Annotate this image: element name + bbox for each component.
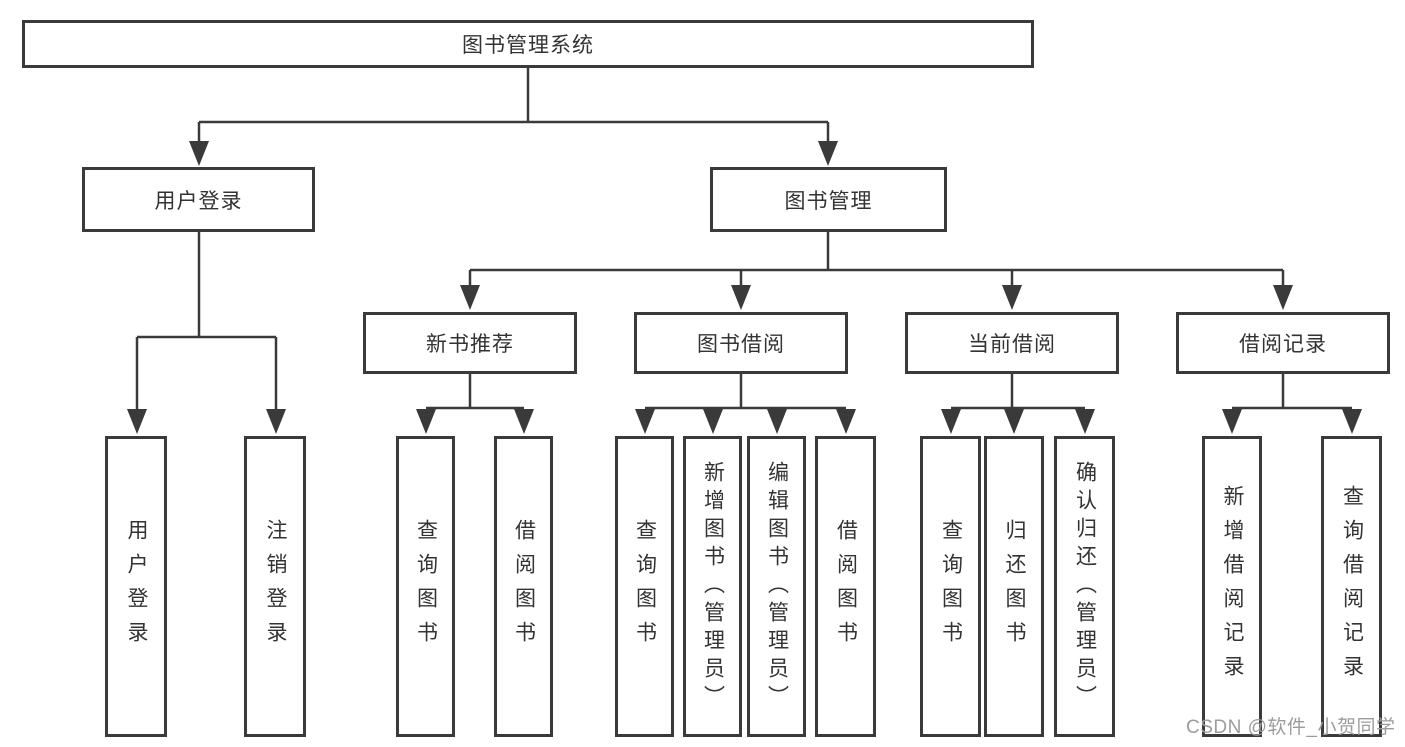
leaf-logout-label: 注销登录 [264, 518, 287, 655]
node-book-management: 图书管理 [710, 167, 947, 232]
node-root-label: 图书管理系统 [462, 34, 594, 57]
leaf-return-book-label: 归还图书 [1003, 518, 1026, 655]
node-current-borrow-label: 当前借阅 [968, 333, 1056, 356]
node-borrow-records: 借阅记录 [1176, 312, 1390, 374]
node-user-login-label: 用户登录 [154, 189, 243, 213]
leaf-return-book: 归还图书 [984, 436, 1044, 737]
watermark: CSDN @软件_小贺同学 [1186, 717, 1396, 738]
leaf-query-books-3-label: 查询图书 [939, 518, 963, 655]
leaf-edit-book-admin-label: 编辑图书（管理员） [765, 460, 789, 713]
leaf-add-book-admin-label: 新增图书（管理员） [701, 460, 725, 713]
leaf-query-books-3: 查询图书 [920, 436, 981, 737]
leaf-borrow-books-2-label: 借阅图书 [834, 518, 858, 655]
leaf-logout: 注销登录 [244, 436, 306, 737]
node-book-management-label: 图书管理 [784, 189, 873, 213]
node-book-borrow: 图书借阅 [634, 312, 848, 374]
leaf-query-books-1-label: 查询图书 [414, 518, 438, 655]
leaf-add-book-admin: 新增图书（管理员） [683, 436, 742, 737]
leaf-query-books-2: 查询图书 [615, 436, 674, 737]
leaf-borrow-books-2: 借阅图书 [815, 436, 876, 737]
leaf-add-borrow-record-label: 新增借阅记录 [1221, 484, 1244, 689]
leaf-confirm-return-admin: 确认归还（管理员） [1054, 436, 1115, 737]
node-borrow-records-label: 借阅记录 [1239, 333, 1327, 356]
leaf-query-borrow-record: 查询借阅记录 [1321, 436, 1382, 737]
leaf-edit-book-admin: 编辑图书（管理员） [747, 436, 806, 737]
node-book-borrow-label: 图书借阅 [697, 333, 785, 356]
node-new-book-recommend-label: 新书推荐 [426, 333, 514, 356]
node-new-book-recommend: 新书推荐 [363, 312, 577, 374]
node-current-borrow: 当前借阅 [905, 312, 1119, 374]
leaf-query-borrow-record-label: 查询借阅记录 [1340, 484, 1364, 689]
leaf-user-login: 用户登录 [105, 436, 167, 737]
leaf-user-login-label: 用户登录 [125, 518, 148, 655]
node-user-login: 用户登录 [82, 167, 315, 232]
leaf-confirm-return-admin-label: 确认归还（管理员） [1073, 460, 1097, 713]
leaf-query-books-2-label: 查询图书 [633, 518, 657, 655]
leaf-borrow-books-1-label: 借阅图书 [512, 518, 536, 655]
leaf-borrow-books-1: 借阅图书 [494, 436, 553, 737]
leaf-query-books-1: 查询图书 [396, 436, 455, 737]
leaf-add-borrow-record: 新增借阅记录 [1202, 436, 1262, 737]
node-root-library-system: 图书管理系统 [22, 20, 1034, 68]
